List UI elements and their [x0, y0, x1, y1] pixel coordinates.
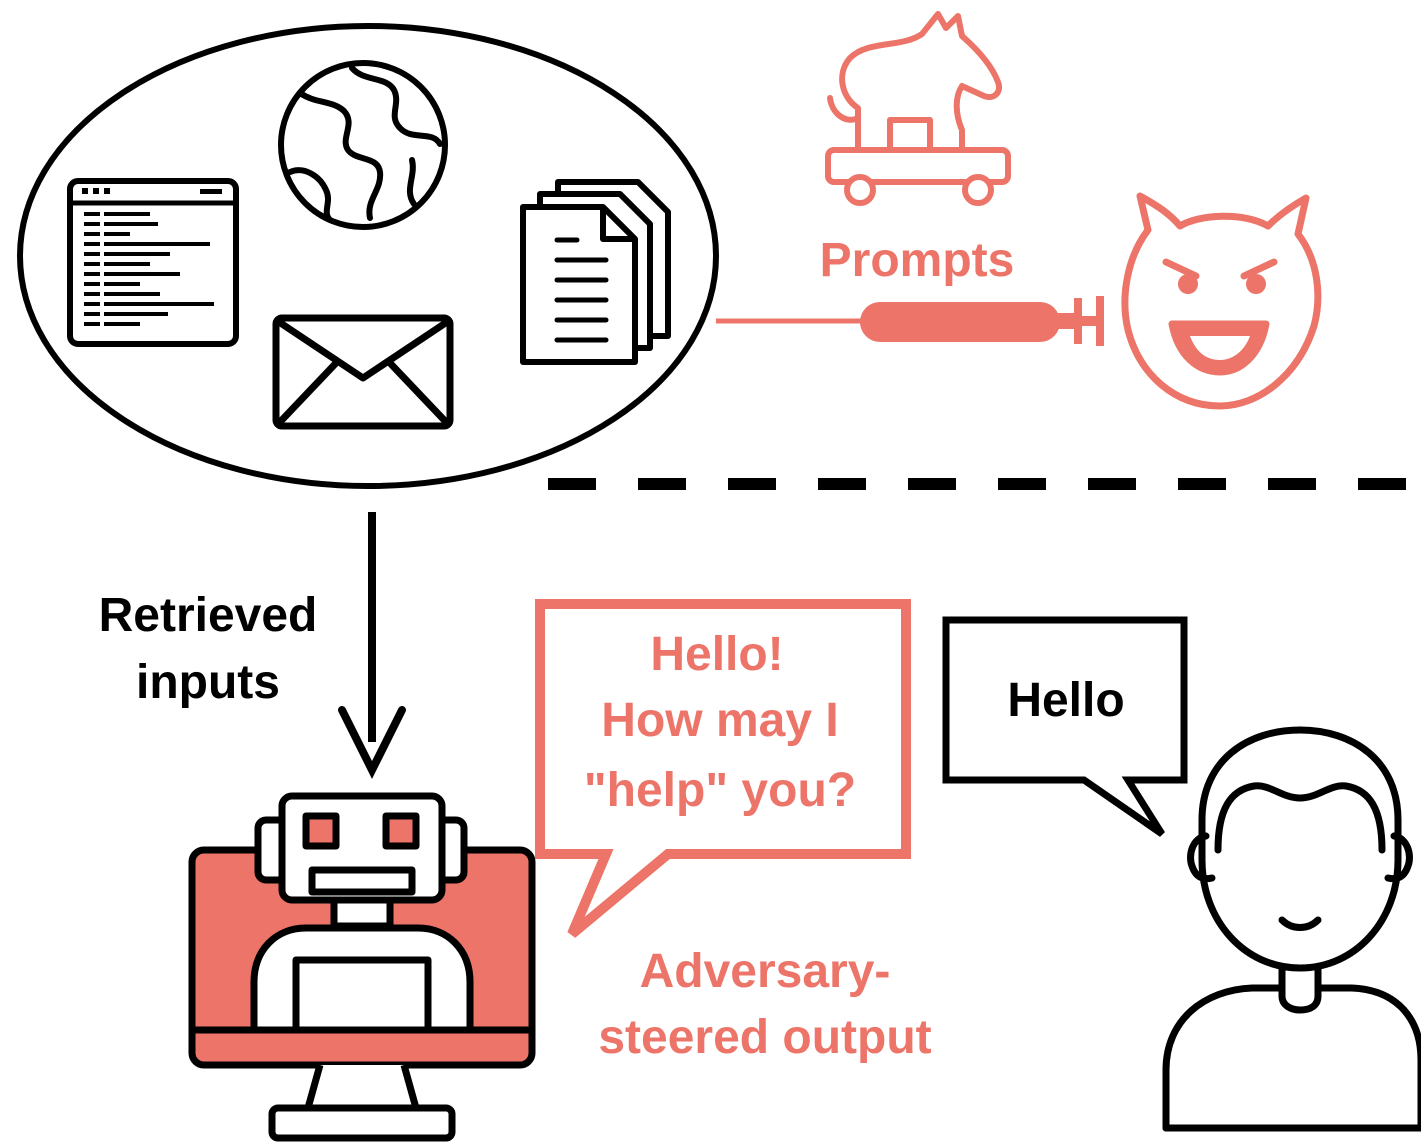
- adversary-label-line2: steered output: [598, 1011, 931, 1064]
- retrieval-arrow: [338, 512, 406, 779]
- user-person-icon: [1162, 726, 1421, 1132]
- data-sources-ellipse: [17, 23, 719, 489]
- envelope-icon: [272, 314, 454, 430]
- retrieved-inputs-label-line1: Retrieved: [99, 589, 318, 642]
- retrieved-inputs-label-line2: inputs: [136, 656, 280, 709]
- robot-computer-icon: [188, 792, 536, 1142]
- user-bubble-text: Hello: [1007, 674, 1124, 727]
- attacker-group: Prompts: [716, 11, 1322, 410]
- agent-bubble-line2: How may I: [601, 694, 838, 747]
- document-stack-icon: [520, 179, 671, 365]
- data-sources-group: [17, 23, 719, 489]
- user-speech-bubble: Hello: [942, 616, 1188, 837]
- trojan-horse-icon: [825, 11, 1011, 206]
- agent-bubble-line3: "help" you?: [584, 764, 856, 817]
- agent-bubble-line1: Hello!: [650, 628, 783, 681]
- syringe-icon: [860, 296, 1104, 346]
- globe-icon: [278, 60, 448, 230]
- devil-face-icon: [1121, 192, 1322, 410]
- code-window-icon: [67, 178, 239, 347]
- agent-speech-bubble: Hello! How may I "help" you?: [535, 599, 911, 938]
- prompts-label: Prompts: [820, 234, 1015, 287]
- adversary-label-line1: Adversary-: [640, 945, 891, 998]
